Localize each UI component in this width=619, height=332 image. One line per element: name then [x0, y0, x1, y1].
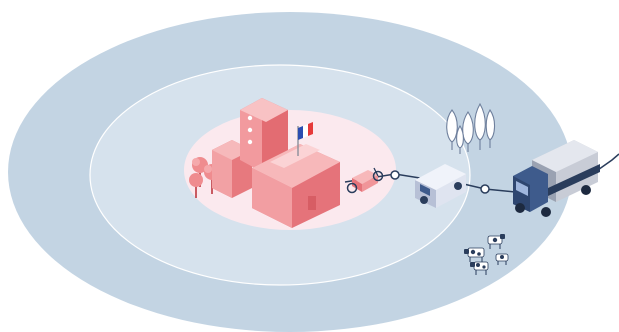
- route-node-1: [390, 170, 400, 180]
- van-icon: [415, 164, 466, 208]
- bicycle-icon: [346, 167, 384, 194]
- truck-icon: [513, 140, 600, 217]
- flag-icon: [297, 122, 313, 156]
- poplar-tree-icon: [446, 102, 496, 154]
- factory-icon: [212, 98, 340, 228]
- route-node-2: [480, 184, 490, 194]
- cow-icon: [464, 234, 509, 275]
